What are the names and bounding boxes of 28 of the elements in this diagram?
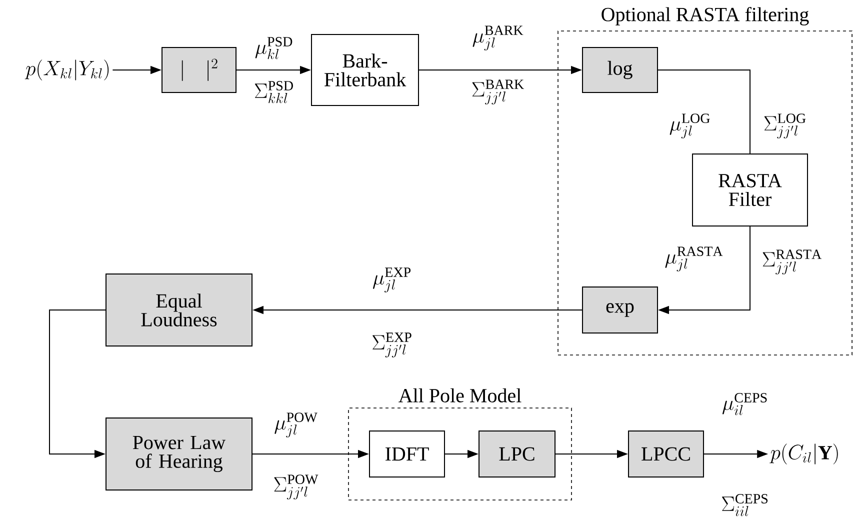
- process-box: Equal Loudness: [106, 274, 252, 346]
- process-box: Bark- Filterbank: [311, 34, 419, 106]
- covariance-label: $\Sigma_{jj'l}^{\mathrm{POW}}$: [274, 474, 318, 500]
- node-label: All Pole Model: [398, 388, 522, 402]
- process-box: Power Law of Hearing: [106, 418, 252, 490]
- edge-label: $\mu_{il}^{\mathrm{CEPS}}$: [722, 393, 767, 416]
- edge-label: $\mu_{jl}^{\mathrm{EXP}}$: [373, 268, 411, 292]
- process-box: LPCC: [628, 430, 704, 478]
- covariance-label: $\Sigma_{iil}^{\mathrm{CEPS}}$: [722, 494, 768, 516]
- process-box: RASTA Filter: [692, 154, 808, 226]
- edge-label: $\mu_{kl}^{\mathrm{PSD}}$: [255, 37, 292, 60]
- covariance-label: $\Sigma_{jj'l}^{\mathrm{EXP}}$: [372, 332, 412, 358]
- edge-label: $\mu_{jl}^{\mathrm{BARK}}$: [472, 26, 524, 50]
- edge-label: $\mu_{jl}^{\mathrm{LOG}}$: [670, 114, 710, 138]
- covariance-label: $\Sigma_{jj'l}^{\mathrm{RASTA}}$: [762, 250, 822, 274]
- formula-text: $p(X_{kl}|Y_{kl})$: [24, 60, 109, 80]
- formula-text: $p(C_{il}|\mathbf{Y})$: [770, 444, 838, 464]
- node-label: Optional RASTA filtering: [602, 7, 809, 26]
- process-box: $|\quad|^{2}$: [162, 47, 236, 93]
- edge-label: $\mu_{jl}^{\mathrm{POW}}$: [274, 412, 318, 438]
- edge-label: $\mu_{jl}^{\mathrm{RASTA}}$: [665, 246, 723, 272]
- covariance-label: $\Sigma_{jj'l}^{\mathrm{BARK}}$: [472, 80, 524, 104]
- covariance-label: $\Sigma_{jj'l}^{\mathrm{LOG}}$: [764, 114, 806, 138]
- process-box: exp: [582, 286, 658, 334]
- covariance-label: $\Sigma_{kkl}^{\mathrm{PSD}}$: [254, 81, 293, 104]
- process-box: LPC: [478, 430, 556, 478]
- process-box: IDFT: [369, 430, 445, 478]
- process-box: log: [582, 47, 658, 93]
